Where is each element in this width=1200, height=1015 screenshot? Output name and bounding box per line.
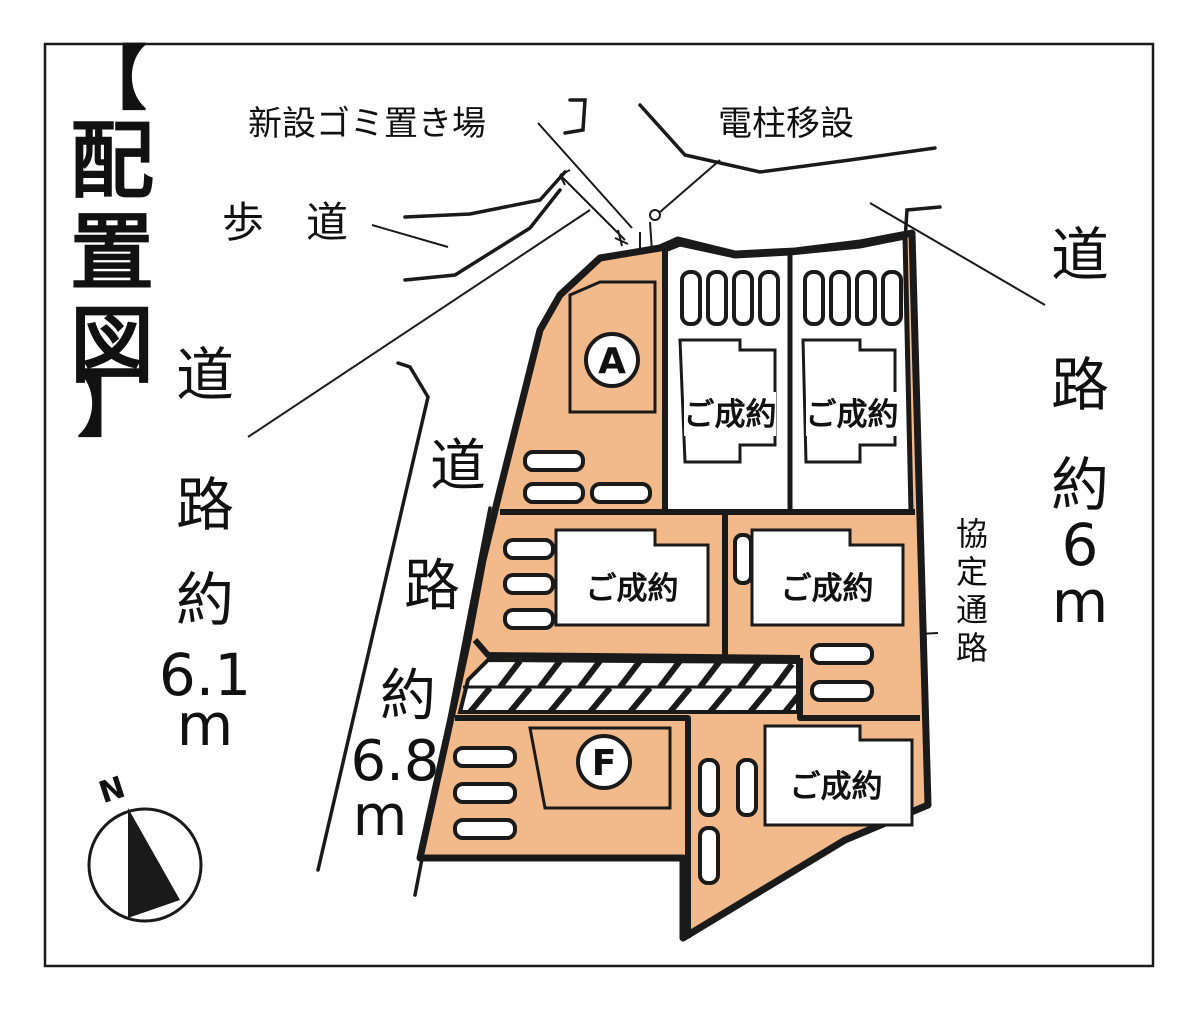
road-right-char: 路 <box>1051 351 1109 419</box>
road-left-char: 約 <box>176 566 234 634</box>
sold-bg <box>775 764 897 808</box>
road-edge-top <box>638 103 937 174</box>
lot-a-circle <box>584 332 640 388</box>
car-icon <box>453 818 517 840</box>
sold-bg <box>570 565 695 609</box>
road-right-char: m <box>1052 568 1109 636</box>
right-road-leader <box>869 202 1046 306</box>
car-icon <box>706 270 728 326</box>
car-icon <box>881 270 903 326</box>
car-icon <box>810 680 874 702</box>
car-icon <box>732 270 754 326</box>
car-icon <box>590 482 652 504</box>
lot-a-badge: A <box>584 332 640 388</box>
agreement-passage-label: 協定通路 <box>956 515 988 667</box>
garbage-arrow-head <box>559 169 571 186</box>
road-right-char: 約 <box>1051 451 1109 519</box>
lot-f-badge: F <box>576 734 632 790</box>
road-center-char: 約 <box>380 664 436 729</box>
road-left-char: 道 <box>176 341 234 409</box>
pole-relocation-label: 電柱移設 <box>718 104 854 144</box>
title-char-1: 配 <box>70 112 154 210</box>
car-icon <box>733 533 753 585</box>
road-center-char: 6.8 <box>350 729 439 794</box>
car-icon <box>680 270 702 326</box>
lot-f-circle <box>576 734 632 790</box>
garbage-bin-marks <box>614 221 653 253</box>
sold-label-lot-g: ご成約 <box>790 769 883 805</box>
car-icon <box>698 826 720 885</box>
road-center-char: 道 <box>430 434 486 499</box>
road-label-center: 道 路 約 6.8 m <box>350 434 486 849</box>
lot-f-letter: F <box>592 743 617 784</box>
road-left-char: m <box>177 691 234 759</box>
agreement-passage-text: 協定通路 <box>956 515 988 667</box>
car-icon <box>855 270 877 326</box>
car-icon <box>453 782 517 804</box>
agreement-passage-char: 通 <box>956 591 988 629</box>
road-center-char: m <box>353 784 408 849</box>
car-icon <box>829 270 851 326</box>
car-icon <box>736 758 758 817</box>
title-bg <box>68 68 154 433</box>
sold-label-lot-b: ご成約 <box>684 397 777 433</box>
road-label-right: 道 路 約 6 m <box>1051 221 1109 636</box>
page-title: 【 配 置 図 】 <box>70 38 154 447</box>
road-edge-center-left <box>316 361 430 872</box>
title-bracket-open: 【 <box>77 38 147 120</box>
car-icon <box>758 270 780 326</box>
sidewalk-line-upper <box>403 170 567 219</box>
title-char-2: 置 <box>70 204 154 302</box>
divider-f-g <box>455 715 691 938</box>
sidewalk-leader <box>371 224 449 248</box>
car-icon <box>503 538 555 560</box>
pole-leader <box>659 159 721 213</box>
divider-row-2 <box>472 638 801 661</box>
road-label-left: 道 路 約 6.1 m <box>159 341 251 759</box>
sidewalk-label: 歩 道 <box>222 198 348 247</box>
car-icon <box>453 746 517 768</box>
road-right-char: 道 <box>1051 221 1109 289</box>
road-right-char: 6 <box>1062 511 1099 579</box>
sold-label-lot-c: ご成約 <box>806 397 899 433</box>
left-road-leader <box>247 209 591 438</box>
car-icon <box>503 608 555 630</box>
road-left-char: 路 <box>176 471 234 539</box>
car-icon <box>523 450 585 472</box>
compass-needle <box>128 808 180 918</box>
utility-pole-icon <box>649 209 661 221</box>
car-icon <box>523 482 585 504</box>
sold-label-lot-e: ご成約 <box>781 571 874 607</box>
lot-dividers <box>455 250 920 938</box>
road-left-char: 6.1 <box>159 641 251 709</box>
car-icon <box>698 758 720 817</box>
title-bracket-close: 】 <box>77 365 147 447</box>
agreement-passage-char: 定 <box>956 553 988 591</box>
sold-bg <box>765 565 890 609</box>
sold-bg <box>684 392 776 436</box>
sold-bg <box>806 392 898 436</box>
garbage-arrow <box>559 174 626 241</box>
north-arrow-icon: N <box>87 770 203 923</box>
sidewalk-line-lower <box>403 188 562 282</box>
agreement-passage-char: 協 <box>956 515 988 553</box>
agreement-passage-hatch <box>457 657 801 714</box>
car-icon <box>810 643 874 665</box>
title-char-3: 図 <box>70 297 154 395</box>
agreement-passage-char: 路 <box>956 629 988 667</box>
car-icon <box>503 573 555 595</box>
sold-label-lot-d: ご成約 <box>586 571 679 607</box>
garbage-area-mark <box>563 98 587 135</box>
road-center-char: 路 <box>404 554 460 619</box>
new-garbage-label: 新設ゴミ置き場 <box>248 104 486 144</box>
parking-cars <box>453 270 903 885</box>
garbage-leader <box>537 122 633 229</box>
road-edge-right-corner <box>903 205 942 242</box>
sold-labels: ご成約 ご成約 ご成約 ご成約 ご成約 <box>570 392 899 808</box>
lot-a-letter: A <box>598 341 626 382</box>
passage-hatch-lines <box>467 659 801 714</box>
car-icon <box>803 270 825 326</box>
